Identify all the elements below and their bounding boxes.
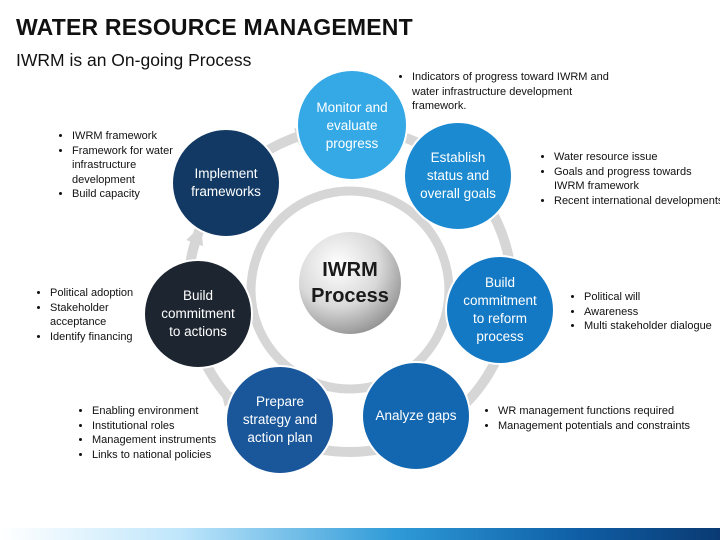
bullet-item: WR management functions required (498, 404, 698, 419)
bullet-item: Water resource issue (554, 150, 720, 165)
step-label: Build commitment to actions (161, 288, 235, 339)
step-label: Monitor and evaluate progress (316, 100, 388, 151)
bullet-item: Multi stakeholder dialogue (584, 319, 720, 334)
bullet-item: Institutional roles (92, 419, 252, 434)
page-title: WATER RESOURCE MANAGEMENT (16, 14, 413, 40)
bullet-item: Links to national policies (92, 448, 252, 463)
bullet-item: Recent international developments (554, 194, 720, 209)
cycle-arrow (220, 387, 239, 407)
center-label: IWRM Process (311, 259, 389, 307)
bullet-item: Enabling environment (92, 404, 252, 419)
step-label: Implement frameworks (191, 166, 261, 199)
step-circle (403, 121, 513, 231)
step-circle (143, 259, 253, 369)
step-label: Build commitment to reform process (463, 275, 537, 344)
step-bullet-list: WR management functions requiredManageme… (476, 404, 698, 433)
bullet-item: Build capacity (72, 187, 202, 202)
bullet-item: Stakeholder acceptance (50, 301, 168, 330)
page-subtitle: IWRM is an On-going Process (16, 50, 252, 70)
step-circle (445, 255, 555, 365)
bullet-item: Management potentials and constraints (498, 419, 698, 434)
bullet-item: Awareness (584, 305, 720, 320)
bottom-bar (0, 528, 720, 540)
bullet-item: IWRM framework (72, 129, 202, 144)
step-circle (361, 361, 471, 471)
cycle-arrow (186, 226, 204, 247)
bullet-item: Identify financing (50, 330, 168, 345)
step-bullet-list: Water resource issueGoals and progress t… (532, 150, 720, 208)
step-bullet-list: Indicators of progress toward IWRM and w… (390, 70, 612, 114)
bullet-item: Political adoption (50, 286, 168, 301)
bullet-item: Indicators of progress toward IWRM and w… (412, 70, 612, 114)
bullet-item: Political will (584, 290, 720, 305)
step-bullet-list: IWRM frameworkFramework for water infras… (50, 129, 202, 202)
bullet-item: Management instruments (92, 433, 252, 448)
step-bullet-list: Political adoptionStakeholder acceptance… (28, 286, 168, 344)
step-circle (225, 365, 335, 475)
step-circle (171, 128, 281, 238)
step-bullet-list: Political willAwarenessMulti stakeholder… (562, 290, 720, 334)
bullet-item: Goals and progress towards IWRM framewor… (554, 165, 720, 194)
step-label: Establish status and overall goals (420, 150, 496, 201)
step-label: Prepare strategy and action plan (242, 394, 318, 445)
center-sphere (299, 232, 401, 334)
step-bullet-list: Enabling environmentInstitutional rolesM… (70, 404, 252, 462)
step-circle (296, 69, 408, 181)
step-label: Analyze gaps (375, 408, 457, 423)
bullet-item: Framework for water infrastructure devel… (72, 144, 202, 188)
